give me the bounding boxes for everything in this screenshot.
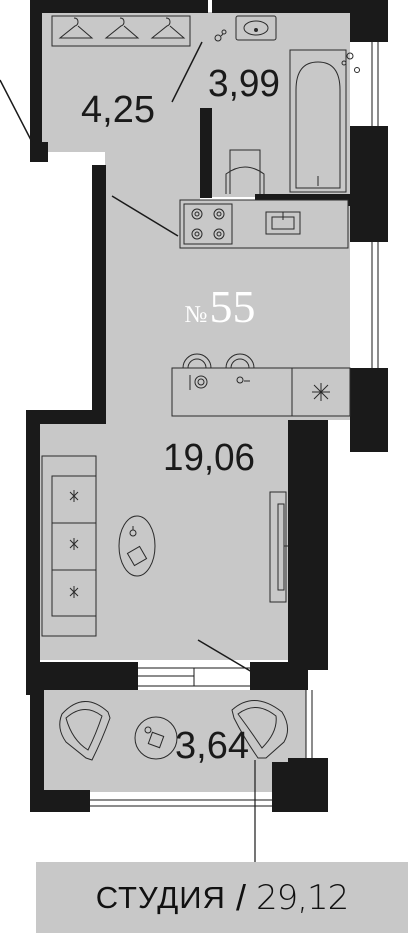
summary-separator: / xyxy=(235,876,246,918)
bubbles-icon xyxy=(341,52,360,73)
total-area: 29,12 xyxy=(255,877,349,918)
kitchen xyxy=(179,199,349,249)
windows xyxy=(90,42,379,807)
wall-bottom-left xyxy=(26,662,138,690)
wall-top-stub xyxy=(150,0,172,5)
washbasin-icon xyxy=(235,15,277,41)
armchair-icon xyxy=(59,701,111,761)
floor-plan: 4,25 3,99 19,06 3,64 №55 xyxy=(0,0,388,862)
tap-icon xyxy=(214,29,227,42)
hanger-icon xyxy=(58,17,94,39)
side-table-icon xyxy=(134,716,178,760)
bathroom-floor xyxy=(200,12,350,197)
apartment-number-label: №55 xyxy=(185,281,256,332)
wall-left-lower xyxy=(26,410,40,695)
wardrobe-door xyxy=(171,41,203,103)
hanger-icon xyxy=(104,17,140,39)
walls xyxy=(26,0,388,812)
wall-bottom-right xyxy=(250,662,308,690)
bathroom-fixtures xyxy=(214,15,360,194)
dishwasher-icon xyxy=(236,376,250,384)
apartment-type: СТУДИЯ xyxy=(95,879,226,915)
apartment-number-prefix: № xyxy=(185,302,208,328)
wardrobe-rail xyxy=(51,15,191,47)
kitchen-counter xyxy=(179,199,349,249)
bathroom-area-label: 3,99 xyxy=(208,63,280,105)
stove-icon xyxy=(183,203,233,245)
summary-bar: СТУДИЯ / 29,12 xyxy=(36,862,408,933)
sink-icon xyxy=(265,211,301,235)
wall-inner-left xyxy=(92,165,106,420)
wall-top-left xyxy=(30,0,208,13)
wall-left-middle xyxy=(26,410,106,424)
stool-icon xyxy=(182,353,212,369)
tv-stand-icon xyxy=(269,491,288,603)
hanger-icon xyxy=(150,17,186,39)
kitchen-door xyxy=(111,195,179,237)
wall-right-lower xyxy=(288,420,328,670)
armchair-icon xyxy=(231,700,288,759)
stool-icon xyxy=(225,353,255,369)
living-furniture xyxy=(41,455,288,637)
wall-balcony-col xyxy=(288,758,328,778)
wall-top-right xyxy=(212,0,388,13)
wall-bath-right xyxy=(350,0,388,42)
toilet-icon xyxy=(225,149,265,194)
wardrobe-area-label: 4,25 xyxy=(81,89,155,131)
balcony-area-label: 3,64 xyxy=(175,725,249,767)
coffee-table-icon xyxy=(118,515,156,577)
apartment-number-value: 55 xyxy=(209,281,255,332)
doors xyxy=(0,41,253,673)
entry-door xyxy=(0,79,33,143)
balcony-floor xyxy=(44,690,306,792)
living-area-label: 19,06 xyxy=(163,437,255,479)
balcony-furniture xyxy=(59,700,288,761)
extractor-icon xyxy=(312,383,330,401)
wall-bath-left xyxy=(200,108,212,198)
wardrobe-floor xyxy=(42,12,200,152)
bathtub-icon xyxy=(289,49,347,193)
wall-balcony-bottom-left xyxy=(30,790,90,812)
sofa-icon xyxy=(41,455,97,637)
washing-machine-icon xyxy=(189,375,208,390)
wall-balcony-left xyxy=(30,690,44,812)
wall-right-col2 xyxy=(350,368,388,452)
island xyxy=(171,353,351,417)
wall-left-upper xyxy=(30,0,42,145)
wall-left-jog xyxy=(30,142,48,162)
wall-right-col1 xyxy=(350,126,388,242)
balcony-door xyxy=(197,639,253,673)
